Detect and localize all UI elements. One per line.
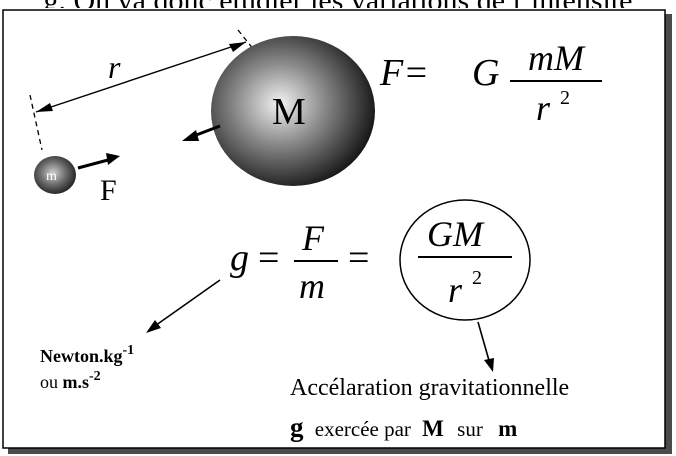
arrow-to-caption (477, 321, 494, 372)
force-arrow-on-M (182, 124, 221, 141)
distance-label: r (108, 49, 121, 85)
units-label: Newton.kg-1 ou m.s-2 (40, 343, 134, 392)
svg-text:=: = (348, 237, 369, 279)
cut-off-header-text: g. On va donc étudier les variations de … (0, 0, 676, 8)
highlight-circle (399, 199, 531, 321)
force-arrow-on-m (77, 153, 120, 170)
svg-text:=: = (258, 237, 279, 279)
svg-text:r: r (536, 88, 551, 128)
svg-text:ou m.s-2: ou m.s-2 (40, 369, 101, 392)
gravitational-field-formula: g = F m = GM r 2 (230, 199, 531, 321)
caption: Accélaration gravitationnelle g exercée … (290, 375, 569, 442)
large-mass-label: M (272, 91, 306, 133)
large-mass-sphere (211, 36, 375, 186)
svg-text:2: 2 (472, 267, 482, 289)
svg-text:F: F (301, 218, 325, 258)
newton-law-formula: F= G mM r 2 (379, 38, 602, 128)
svg-text:mM: mM (528, 38, 586, 78)
svg-text:Newton.kg-1: Newton.kg-1 (40, 343, 134, 366)
svg-text:2: 2 (560, 87, 570, 109)
svg-text:F=: F= (379, 52, 429, 94)
svg-text:G: G (472, 52, 499, 94)
svg-text:r: r (448, 270, 463, 310)
force-label: F (100, 174, 117, 207)
svg-text:GM: GM (427, 214, 485, 254)
svg-text:Accélaration gravitationnelle: Accélaration gravitationnelle (290, 375, 569, 401)
arrow-to-units (146, 279, 221, 333)
small-mass-label: m (46, 169, 57, 184)
small-mass-sphere (34, 156, 76, 194)
svg-text:g: g (230, 237, 249, 279)
svg-text:g exercée par M: g exercée par M sur m (290, 412, 517, 442)
distance-indicator (29, 29, 263, 151)
svg-text:m: m (299, 266, 325, 306)
